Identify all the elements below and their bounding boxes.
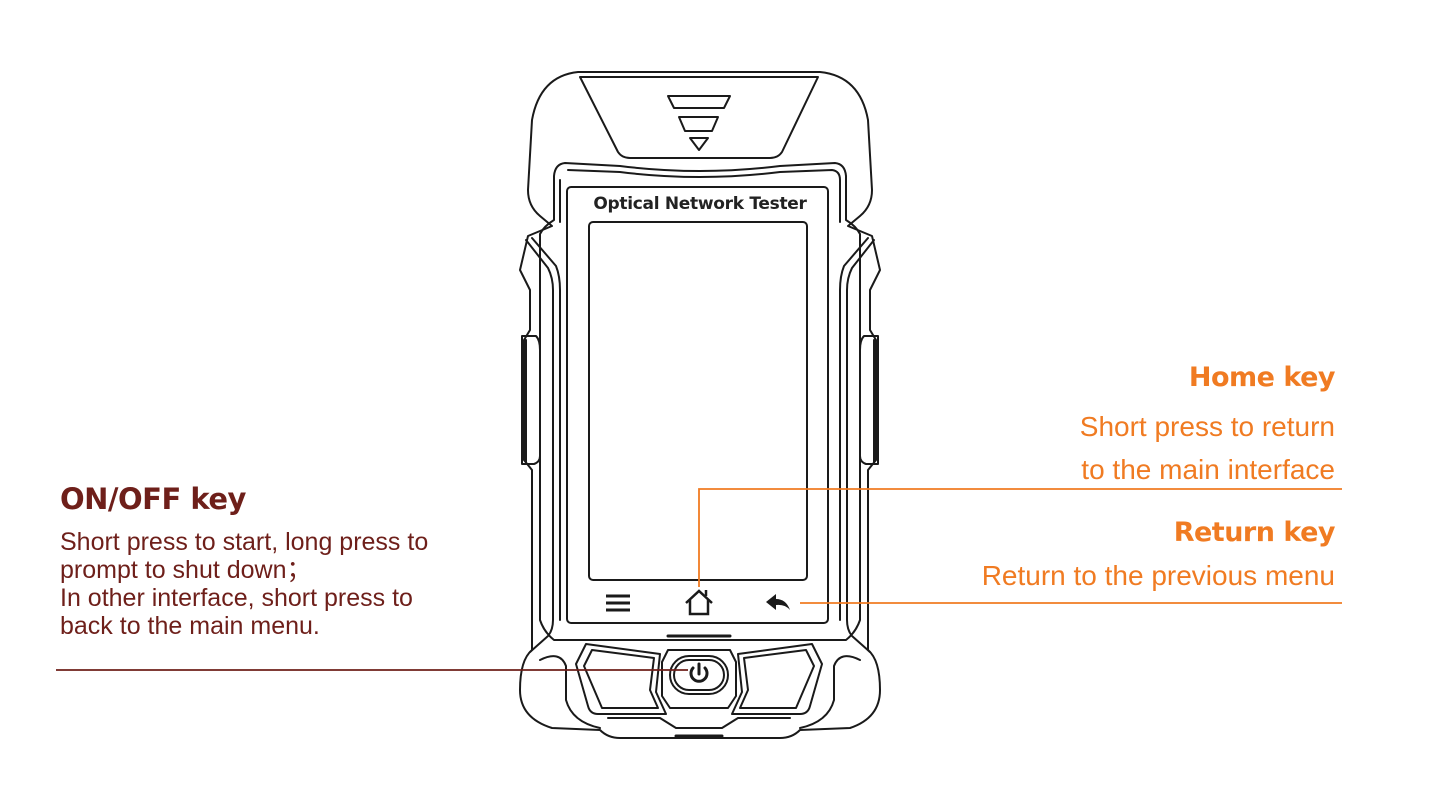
left-side-button <box>521 335 541 465</box>
inner-frame <box>539 162 861 641</box>
power-icon <box>689 662 709 683</box>
display-area <box>588 221 808 581</box>
screen-title: Optical Network Tester <box>593 194 807 214</box>
right-keypad-panel <box>731 643 823 715</box>
indicator-led-middle <box>678 116 719 132</box>
power-button-housing <box>661 649 737 709</box>
return-key-description: Return to the previous menu <box>982 560 1335 592</box>
home-key-description: Short press to return to the main interf… <box>1080 405 1335 491</box>
device-outer-shell <box>519 71 881 739</box>
top-bumper <box>579 76 819 159</box>
home-key-title: Home key <box>1188 362 1336 393</box>
return-desc-line: Return to the previous menu <box>981 560 1335 591</box>
screen-bezel <box>566 186 829 624</box>
menu-icon[interactable] <box>606 594 630 612</box>
return-key-title: Return key <box>1173 517 1336 548</box>
onoff-desc-line: prompt to shut down； <box>60 556 312 584</box>
right-side-button <box>859 335 879 465</box>
onoff-key-title: ON/OFF key <box>60 482 246 516</box>
home-desc-line: Short press to return <box>1079 411 1335 442</box>
onoff-desc-line: In other interface, short press to <box>60 584 413 612</box>
indicator-led-bottom <box>689 137 709 151</box>
home-icon[interactable] <box>685 589 713 616</box>
left-side-grip <box>525 239 554 653</box>
return-arrow-icon[interactable] <box>766 594 790 610</box>
onoff-key-description: Short press to start, long press to prom… <box>60 528 428 640</box>
onoff-desc-line: back to the main menu. <box>60 612 320 640</box>
indicator-led-top <box>667 95 731 109</box>
onoff-desc-line: Short press to start, long press to <box>60 528 429 556</box>
right-side-grip <box>846 239 875 653</box>
power-button[interactable] <box>669 655 729 695</box>
left-keypad-panel <box>575 643 667 715</box>
home-callout-line <box>698 488 1342 587</box>
home-desc-line: to the main interface <box>1081 454 1335 485</box>
